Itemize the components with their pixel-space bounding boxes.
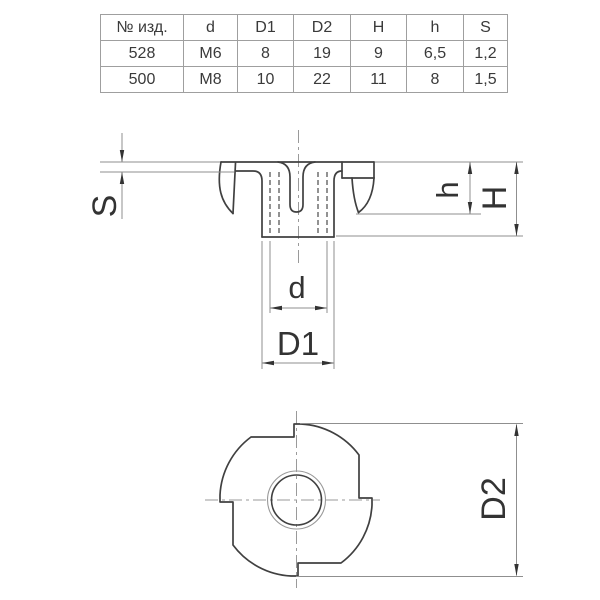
- side-view: S h H d D1: [86, 130, 523, 369]
- table-cell: M6: [183, 40, 238, 67]
- bottom-view-extension-lines: [296, 423, 523, 577]
- dim-label-D2: D2: [475, 477, 513, 520]
- bottom-view: D2: [205, 411, 523, 588]
- side-view-dimension-lines: [119, 133, 519, 366]
- side-view-extension-lines: [100, 161, 523, 369]
- table-row: 500 M8 10 22 11 8 1,5: [100, 66, 508, 93]
- dim-label-h: h: [430, 181, 465, 198]
- dim-label-S: S: [86, 195, 124, 218]
- table-cell: 8: [406, 66, 464, 93]
- center-hole: [270, 474, 323, 526]
- dimension-table: № изд. d D1 D2 H h S 528 M6 8 19 9 6,5 1…: [100, 14, 508, 93]
- table-cell: 10: [237, 66, 294, 93]
- dim-label-D1: D1: [277, 325, 319, 362]
- table-header-cell: S: [463, 14, 508, 41]
- table-header-cell: d: [183, 14, 238, 41]
- table-cell: 1,2: [463, 40, 508, 67]
- table-cell: 500: [100, 66, 184, 93]
- thread-hidden-lines: [269, 172, 328, 236]
- table-header-row: № изд. d D1 D2 H h S: [100, 14, 508, 41]
- side-view-outline: [218, 161, 375, 238]
- thread-circle: [266, 470, 327, 530]
- dim-label-d: d: [288, 270, 305, 305]
- bottom-view-centerlines: [205, 411, 380, 588]
- table-header-cell: H: [350, 14, 407, 41]
- table-header-cell: h: [406, 14, 464, 41]
- table-cell: 22: [293, 66, 351, 93]
- table-cell: M8: [183, 66, 238, 93]
- table-cell: 528: [100, 40, 184, 67]
- bottom-view-outline: [219, 423, 373, 577]
- dim-label-H: H: [476, 186, 514, 211]
- table-header-cell: № изд.: [100, 14, 184, 41]
- table-cell: 1,5: [463, 66, 508, 93]
- table-cell: 19: [293, 40, 351, 67]
